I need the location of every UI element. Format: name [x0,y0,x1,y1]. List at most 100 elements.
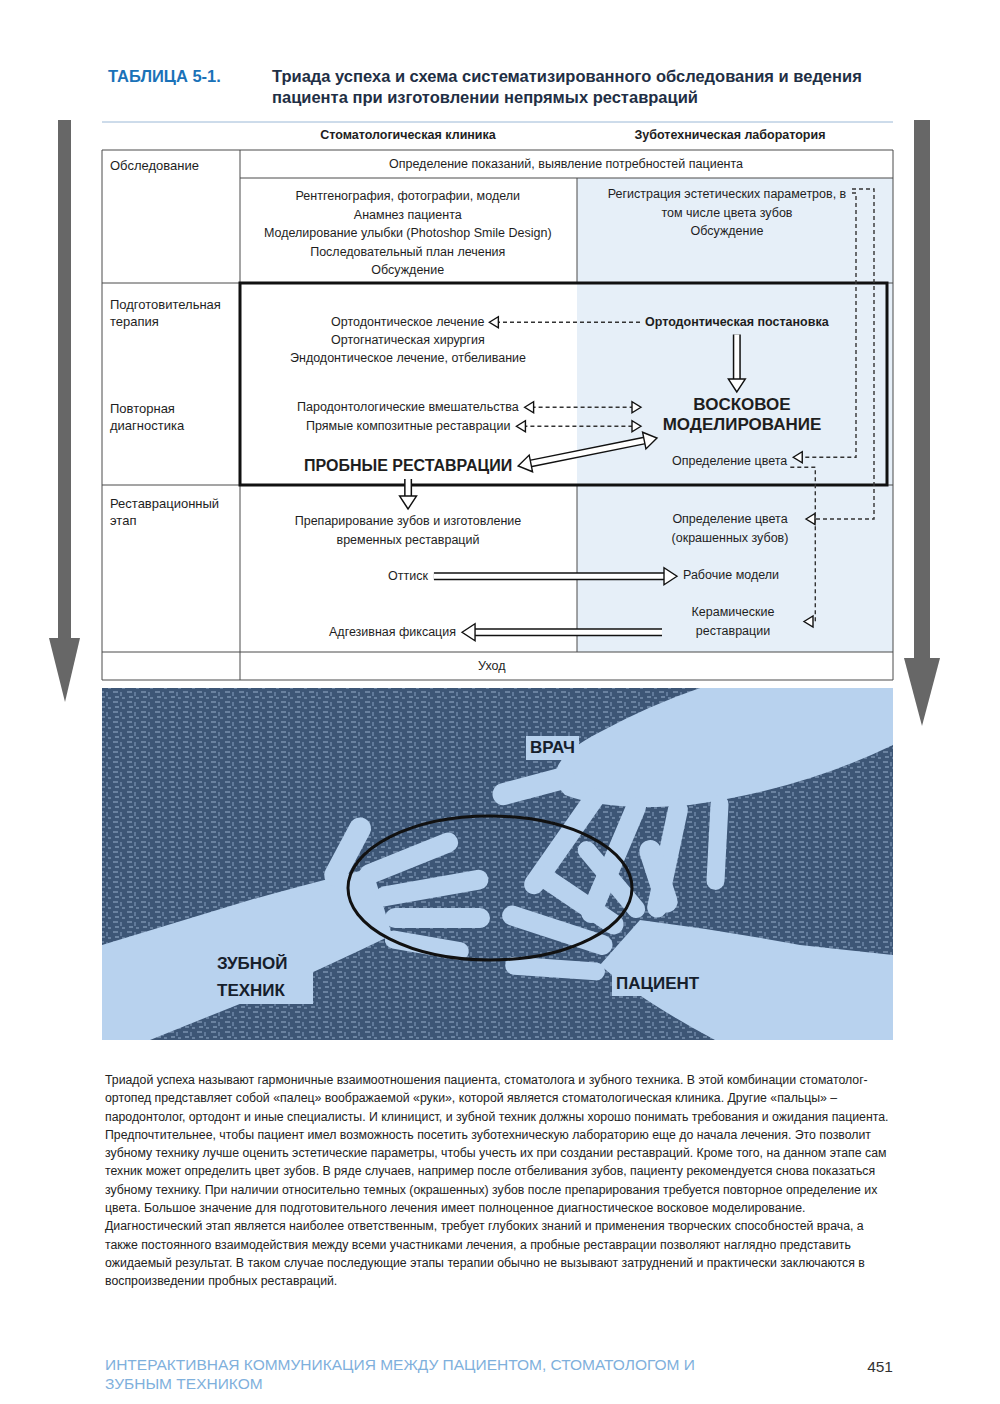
arrow-head [525,402,534,413]
row-header: Обследование [110,157,238,174]
page-number: 451 [820,1357,893,1376]
cell-text: Регистрация эстетических параметров, в т… [602,185,852,222]
arrow-shaft [529,440,646,464]
dashed-line [496,322,640,323]
cell-text: ВОСКОВОЕ МОДЕЛИРОВАНИЕ [647,395,837,435]
header-rule [102,122,893,123]
arrow-head [462,624,475,641]
table-cell-text: Прямые композитные реставрации [306,417,510,436]
connector-arrow [489,317,640,328]
dashed-line [523,426,634,427]
table-cell-text: Определение показаний, выявление потребн… [389,155,743,174]
hand-label: ЗУБНОЙ ТЕХНИК [213,950,313,1004]
connector-arrow [525,402,641,413]
connector-arrow [462,624,662,641]
table-cell-text: Ортодонтическая постановка [645,313,829,332]
cell-text: Препарирование зубов и изготовление врем… [273,512,543,549]
table-cell-text: Рентгенография, фотографии, моделиАнамне… [264,187,552,280]
cell-text: Ортодонтическое лечение [331,313,484,331]
table-cell-text: Определение цвета [672,452,787,471]
table-cell-text: Керамические реставрации [668,603,798,640]
hand-label: ПАЦИЕНТ [612,972,703,996]
table-title: Триада успеха и схема систематизированно… [272,66,882,108]
lab-column-ground [577,178,893,652]
table-cell-text: Определение цвета (окрашенных зубов) [660,510,800,547]
cell-text: Обсуждение [264,261,552,280]
cell-text: Обсуждение [602,222,852,241]
arrow-shaft [434,572,666,580]
arrow-shaft [733,335,741,382]
arrow-shaft-inner [473,630,662,635]
cell-text: Ортогнатическая хирургия [331,331,485,349]
caption-text: Триадой успеха называют гармоничные взаи… [105,1071,895,1291]
cell-text: Пародонтологические вмешательства [297,398,519,417]
arrow-head [664,568,677,585]
cell-text: Адгезивная фиксация [329,623,456,642]
table-cell-text: ПРОБНЫЕ РЕСТАВРАЦИИ [304,456,512,476]
arrow-head [728,379,745,392]
preparation-frame [240,283,887,485]
table-cell-text: Ортодонтическое лечение [331,313,484,331]
arrow-head [632,421,641,432]
column-header: Зуботехническая лаборатория [580,127,880,143]
cell-text: Моделирование улыбки (Photoshop Smile De… [264,224,552,243]
cell-text: Последовательный план лечения [264,243,552,262]
connector-arrow [790,467,815,627]
table-cell-text: Рабочие модели [683,566,779,585]
table-cell-text: Ортогнатическая хирургия [331,331,485,349]
arrow-shaft [404,479,412,498]
hands-illustration [102,688,893,1040]
dashed-line [532,407,634,408]
arrow-head [489,317,498,328]
arrow-head [804,616,813,627]
dashed-line [790,467,815,621]
cell-text: Определение цвета (окрашенных зубов) [660,510,800,547]
cell-text: Оттиск [388,567,428,586]
table-cell-text: Препарирование зубов и изготовление врем… [273,512,543,549]
cell-text: Анамнез пациента [264,206,552,225]
arrow-head [793,452,802,463]
cell-text: Эндодонтическое лечение, отбеливание [290,349,526,367]
cell-text: ПРОБНЫЕ РЕСТАВРАЦИИ [304,456,512,476]
cell-text: Ортодонтическая постановка [645,313,829,332]
table-cell-text: ВОСКОВОЕ МОДЕЛИРОВАНИЕ [647,395,837,435]
cell-text: Рабочие модели [683,566,779,585]
arrow-head [518,455,532,472]
table-cell-text: Оттиск [388,567,428,586]
table-grid [102,150,893,680]
arrow-shaft-inner [434,574,666,579]
row-header: Повторная диагностика [110,400,235,434]
footer-title: ИНТЕРАКТИВНАЯ КОММУНИКАЦИЯ МЕЖДУ ПАЦИЕНТ… [105,1355,695,1393]
cell-text: Прямые композитные реставрации [306,417,510,436]
side-arrow [49,120,940,726]
table-cell-text: Регистрация эстетических параметров, в т… [602,185,852,241]
arrow-head [806,514,815,525]
arrow-head [632,402,641,413]
cell-text: Рентгенография, фотографии, модели [264,187,552,206]
table-cell-text: Уход [478,657,505,676]
cell-text: Уход [478,657,505,676]
arrow-shaft-inner [734,335,739,382]
connector-arrow [806,189,874,525]
connector-arrow [516,421,641,432]
row-header: Подготовительная терапия [110,296,238,330]
connector-arrow [728,335,745,393]
arrow-head [400,496,417,509]
table-cell-text: Эндодонтическое лечение, отбеливание [290,349,526,367]
cell-text: Определение показаний, выявление потребн… [389,155,743,174]
arrow-shaft [473,628,662,636]
hand-label: ВРАЧ [526,736,579,760]
arrow-shaft-inner [529,440,646,464]
connector-arrow [518,432,657,472]
cell-text: Керамические реставрации [668,603,798,640]
row-header: Реставрационный этап [110,495,236,529]
arrow-head [643,432,657,449]
dashed-line [813,189,874,519]
arrow-head [516,421,525,432]
table-cell-text: Адгезивная фиксация [329,623,456,642]
table-number: ТАБЛИЦА 5-1. [108,66,273,87]
connector-arrow [434,568,677,585]
table-cell-text: Пародонтологические вмешательства [297,398,519,417]
cell-text: Определение цвета [672,452,787,471]
